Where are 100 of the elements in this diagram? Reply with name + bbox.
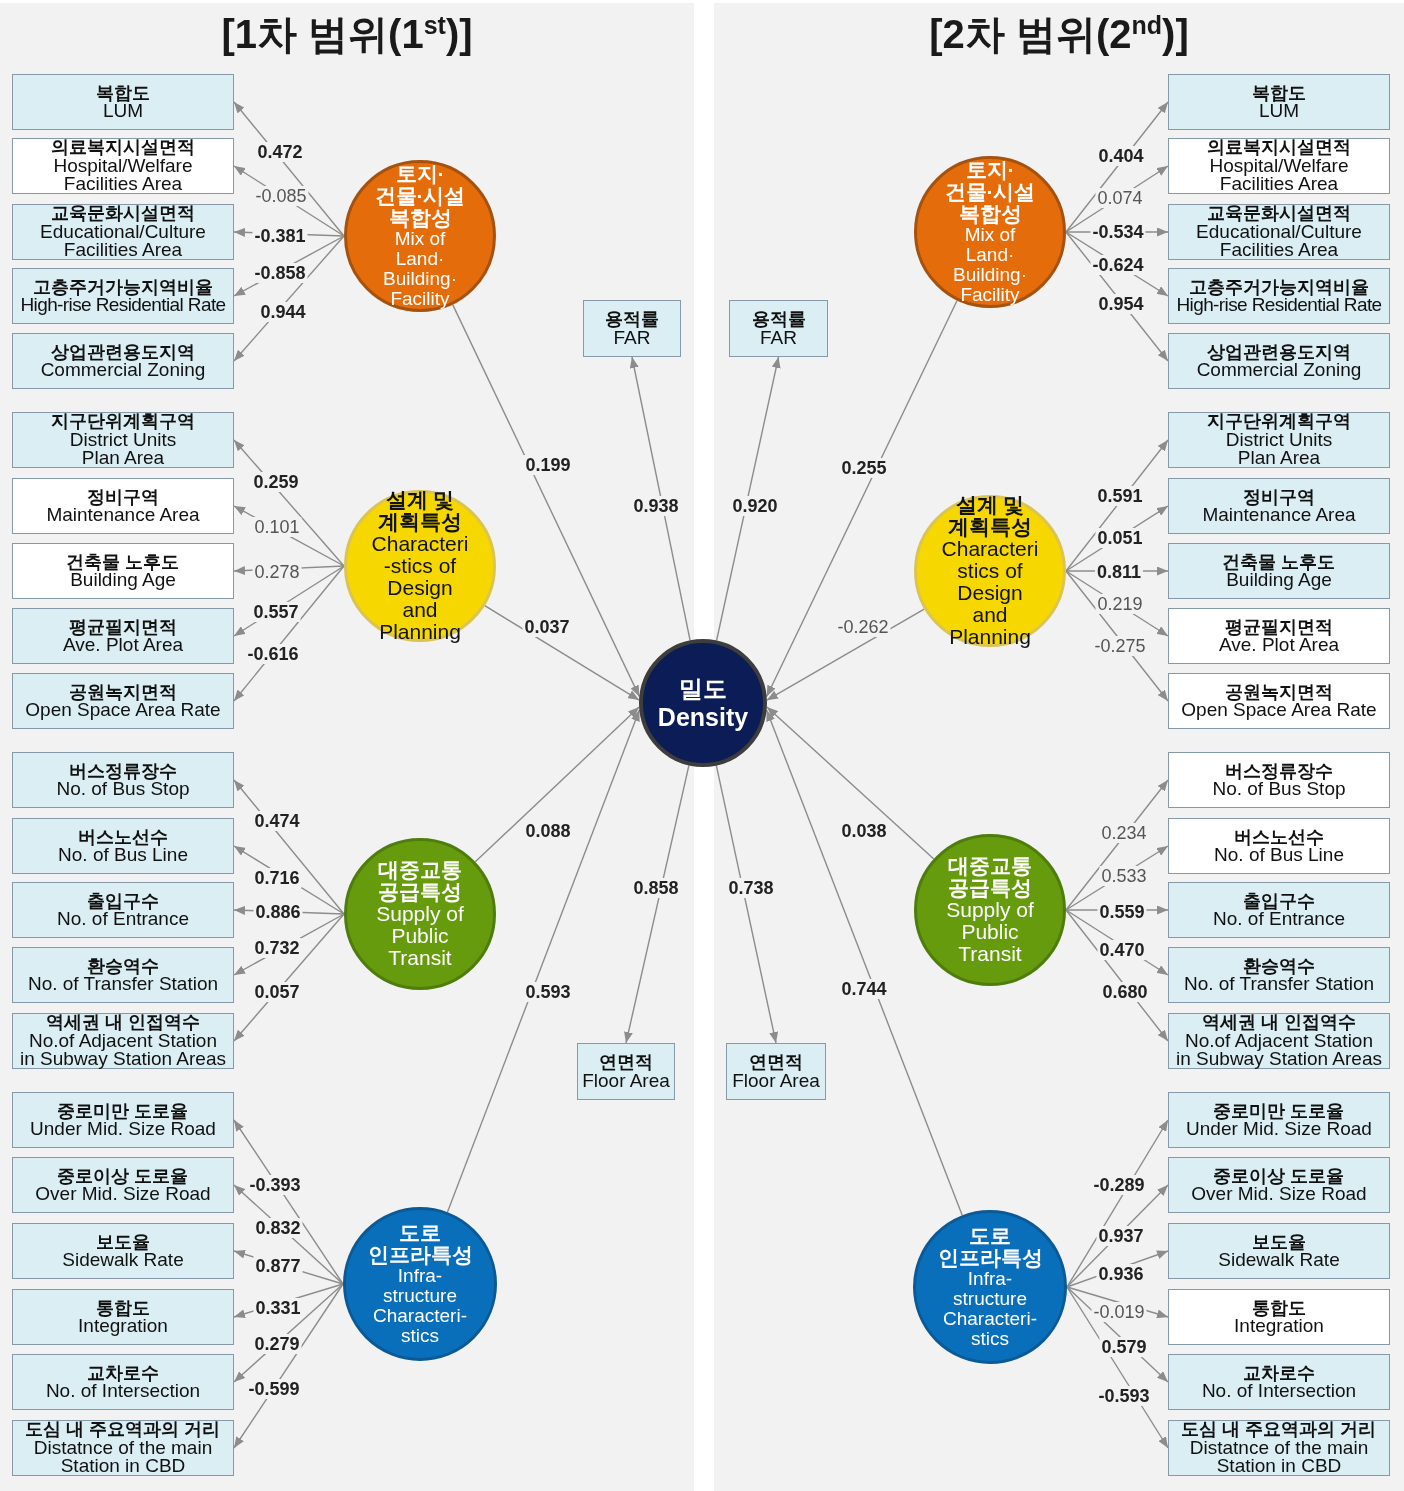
node-label: 중로이상 도로율 xyxy=(1213,1166,1345,1185)
edge-label: -0.393 xyxy=(247,1175,303,1195)
node-label: 중로미만 도로율 xyxy=(1213,1101,1345,1120)
indicator-box xyxy=(12,752,234,808)
edge-label: 0.234 xyxy=(1099,823,1149,843)
edge-label: 0.074 xyxy=(1095,188,1145,208)
node-label: FAR xyxy=(760,328,797,347)
indicator-box xyxy=(12,1013,234,1069)
node-label: 공원녹지면적 xyxy=(69,682,177,701)
indicator-box xyxy=(12,673,234,729)
indicator-box xyxy=(577,1043,675,1100)
node-label: Supply of Public Transit xyxy=(945,899,1035,965)
edge-label: 0.832 xyxy=(253,1218,303,1238)
edge-label: -0.599 xyxy=(246,1379,302,1399)
node-label: 용적률 xyxy=(751,310,806,329)
node-label: Sidewalk Rate xyxy=(62,1251,184,1270)
indicator-box xyxy=(12,608,234,664)
arrow xyxy=(452,303,640,698)
node-label: Over Mid. Size Road xyxy=(35,1185,211,1204)
edge-label: 0.219 xyxy=(1095,594,1145,614)
node-label: 지구단위계획구역 xyxy=(51,412,195,431)
indicator-box xyxy=(12,1092,234,1148)
node-label: Building Age xyxy=(70,571,176,590)
edge-label: 0.716 xyxy=(252,868,302,888)
node-label: 환승역수 xyxy=(87,956,159,975)
edge-label: 0.593 xyxy=(523,982,573,1002)
node-label: Supply of Public Transit xyxy=(375,903,465,969)
node-label: Floor Area xyxy=(732,1071,820,1090)
node-label: 복합도 xyxy=(96,83,150,102)
arrow xyxy=(715,356,781,642)
indicator-box xyxy=(1168,1289,1390,1345)
node-label: No. of Entrance xyxy=(57,910,189,929)
node-label: Characteri -stics of Design and Planning xyxy=(370,533,470,643)
node-label: 환승역수 xyxy=(1243,956,1315,975)
edge-label: 0.877 xyxy=(253,1256,303,1276)
node-label: 도심 내 주요역과의 거리 xyxy=(1181,1420,1377,1439)
node-label: 역세권 내 인접역수 xyxy=(46,1013,200,1032)
edge-label: 0.472 xyxy=(255,142,305,162)
node-label: No. of Bus Stop xyxy=(1212,780,1346,799)
node-label: District Units Plan Area xyxy=(69,430,177,468)
indicator-box xyxy=(12,478,234,534)
node-label: Open Space Area Rate xyxy=(25,701,221,720)
node-label: Mix of Land· Building· Facility xyxy=(952,225,1028,305)
edge-label: -0.593 xyxy=(1096,1386,1152,1406)
indicator-box xyxy=(1168,608,1390,664)
node-label: No. of Intersection xyxy=(1201,1382,1357,1401)
node-label: 평균필지면적 xyxy=(69,617,177,636)
indicator-box xyxy=(12,882,234,938)
indicator-box xyxy=(12,543,234,599)
node-label: Density xyxy=(657,703,749,731)
indicator-box xyxy=(1168,882,1390,938)
edge-label: 0.579 xyxy=(1099,1337,1149,1357)
indicator-box xyxy=(1168,1223,1390,1279)
node-label: 상업관련용도지역 xyxy=(51,342,195,361)
edge-label: 0.255 xyxy=(839,458,889,478)
edge-label: -0.616 xyxy=(245,644,301,664)
node-label: 고층주거가능지역비율 xyxy=(33,277,213,296)
node-label: No. of Bus Line xyxy=(1214,846,1344,865)
edge-label: 0.954 xyxy=(1096,294,1146,314)
indicator-box xyxy=(12,1420,234,1476)
node-label: Hospital/Welfare Facilities Area xyxy=(1209,156,1350,194)
node-label: No.of Adjacent Station in Subway Station Areas xyxy=(19,1031,227,1069)
node-label: 용적률 xyxy=(605,310,659,329)
edge-label: 0.680 xyxy=(1100,982,1150,1002)
edge-label: 0.938 xyxy=(631,496,681,516)
node-label: 정비구역 xyxy=(1243,487,1315,506)
edge-label: 0.858 xyxy=(631,878,681,898)
node-label: Building Age xyxy=(1226,571,1332,590)
node-label: 출입구수 xyxy=(87,891,159,910)
node-label: 버스정류장수 xyxy=(69,761,177,780)
node-label: Characteri stics of Design and Planning xyxy=(940,538,1040,648)
arrow xyxy=(629,356,691,641)
node-label: 역세권 내 인접역수 xyxy=(1202,1013,1356,1032)
node-label: 교육문화시설면적 xyxy=(51,204,195,223)
indicator-box xyxy=(583,300,681,357)
edge-label: 0.732 xyxy=(252,938,302,958)
indicator-box xyxy=(12,1354,234,1410)
node-label: 교차로수 xyxy=(1243,1363,1315,1382)
node-label: 버스노선수 xyxy=(1234,827,1324,846)
arrow xyxy=(474,706,640,863)
edge-label: 0.944 xyxy=(258,302,308,322)
arrow xyxy=(766,608,925,701)
node-label: 버스정류장수 xyxy=(1225,761,1333,780)
node-label: No. of Entrance xyxy=(1213,910,1345,929)
node-label: District Units Plan Area xyxy=(1225,430,1333,468)
edge-label: 0.057 xyxy=(252,982,302,1002)
node-label: Under Mid. Size Road xyxy=(1186,1120,1372,1139)
node-label: 고층주거가능지역비율 xyxy=(1189,277,1369,296)
edge-label: 0.279 xyxy=(252,1334,302,1354)
edge-label: -0.085 xyxy=(253,186,309,206)
edge-label: 0.557 xyxy=(251,602,301,622)
node-label: Maintenance Area xyxy=(46,506,200,525)
node-label: Sidewalk Rate xyxy=(1218,1251,1340,1270)
indicator-box xyxy=(1168,947,1390,1003)
node-label: No. of Bus Stop xyxy=(56,780,190,799)
node-label: Educational/Culture Facilities Area xyxy=(39,222,207,260)
node-label: 대중교통 공급특성 xyxy=(377,859,463,903)
node-label: 통합도 xyxy=(96,1298,150,1317)
node-label: 교육문화시설면적 xyxy=(1207,204,1351,223)
node-label: No.of Adjacent Station in Subway Station Areas xyxy=(1175,1031,1383,1069)
